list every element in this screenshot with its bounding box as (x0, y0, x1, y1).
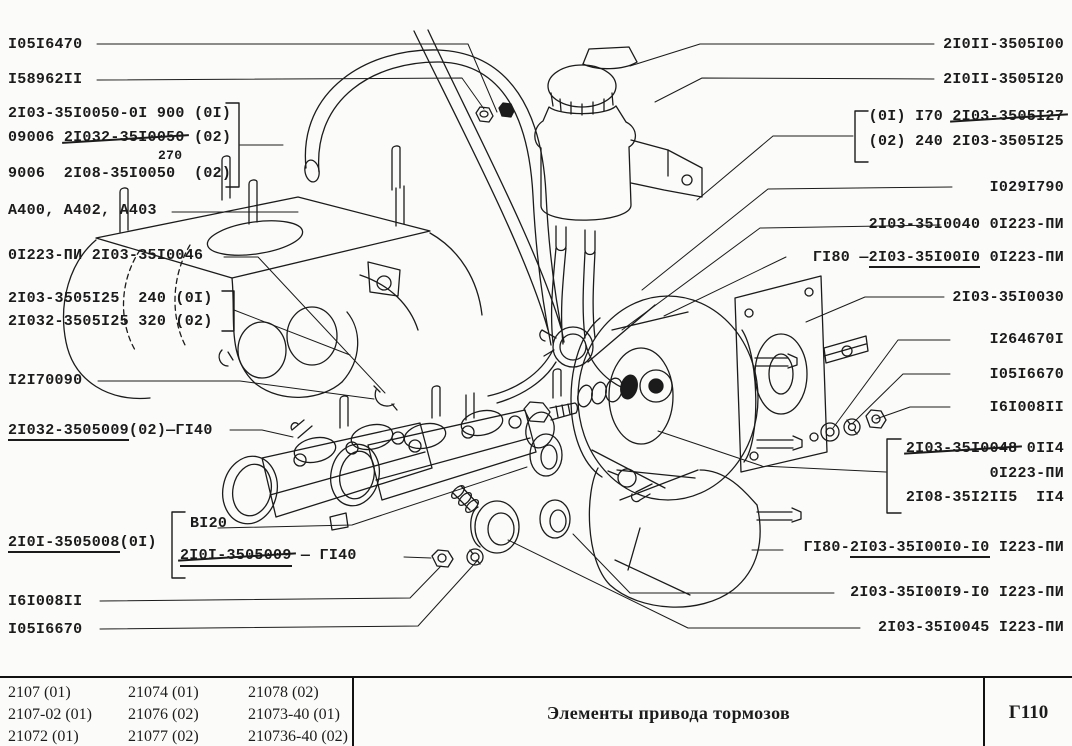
callout-washer-126467: I264670I (989, 331, 1064, 348)
model-item: 21078 (02) (248, 684, 319, 701)
callout-clip-1589: I58962II (8, 71, 83, 88)
struck-part-number: 2I03-35I0048 (905, 440, 1018, 457)
callout-3505009-02: 2I032-3505009(02)—ГI40 (8, 422, 213, 441)
callout-1029179: I029I790 (989, 179, 1064, 196)
fluid-reservoir (487, 46, 703, 404)
model-item: 21076 (02) (128, 706, 199, 723)
callout-3505125-320: 2I032-3505I25 320 (02) (8, 313, 213, 330)
leader-lines (96, 43, 953, 630)
underlined-part-number: 2I0I-3505008 (8, 534, 120, 553)
callout-booster-g180-10: ГI80-2I03-35I00I0-I0 I223-ПИ (803, 539, 1064, 558)
callout-3510045: 2I03-35I0045 I223-ПИ (877, 619, 1064, 636)
callout-3505125-240: 2I03-3505I25 240 (0I) (8, 290, 213, 307)
title-block: 2107 (01) 21074 (01) 21078 (02) 2107-02 … (0, 676, 1072, 746)
vacuum-boosters (570, 295, 803, 608)
intake-manifold (62, 145, 483, 400)
callout-hose-9006: 9006 2I08-35I0050 (02) (8, 165, 232, 182)
callout-hose-900: 2I03-35I0050-0I 900 (0I) (8, 105, 232, 122)
callout-3505009-struck: 2I0I-3505009 — ГI40 (180, 547, 357, 567)
model-item: 21077 (02) (128, 728, 199, 745)
callout-hose-170: (0I) I70 2I03-3505I27 (868, 108, 1064, 125)
valve-hardware (523, 326, 638, 477)
model-item: 210736-40 (02) (248, 728, 348, 745)
model-item: 21073-40 (01) (248, 706, 340, 723)
callout-reservoir-cap: 2I0II-3505I00 (943, 36, 1064, 53)
callout-hose-09006: 09006 2I032-35I0050 (02) (8, 129, 232, 146)
callout-3512115: 2I08-35I2II5 II4 (905, 489, 1064, 506)
struck-part-number: 2I03-3505I27 (952, 108, 1064, 125)
model-item: 2107-02 (01) (8, 706, 92, 723)
callout-washer-105166-r: I05I6670 (989, 366, 1064, 383)
sheet-code: Г110 (983, 678, 1072, 746)
callout-correction-270: 270 (158, 148, 183, 163)
pushrod-and-seals (218, 349, 571, 568)
callout-nut-161008: I6I008II (8, 593, 83, 610)
main-hose (304, 49, 565, 346)
callout-engines-a400: A400, A402, A403 (8, 202, 157, 219)
callout-01223-pi: 0I223-ПИ (989, 465, 1064, 482)
callout-3510040: 2I03-35I0040 0I223-ПИ (868, 216, 1064, 233)
models-grid: 2107 (01) 21074 (01) 21078 (02) 2107-02 … (8, 682, 352, 746)
underlined-part-number: 2I032-3505009 (8, 422, 129, 441)
callout-b120: BI20 (190, 515, 228, 532)
cap-nuts (475, 102, 515, 123)
callout-3510046: 0I223-ПИ 2I03-35I0046 (8, 247, 204, 264)
callout-nut-161008-r: I6I008II (989, 399, 1064, 416)
model-item: 2107 (01) (8, 684, 71, 701)
underlined-part-number: 2I03-35I00I0-I0 (850, 539, 990, 558)
callout-1217009: I2I70090 (8, 372, 83, 389)
underlined-part-number: 2I03-35I00I0 (868, 249, 981, 268)
callout-hose-240: (02) 240 2I03-3505I25 (868, 133, 1064, 150)
callout-booster-g180: ГI80 —2I03-35I00I0 0I223-ПИ (812, 249, 1064, 268)
callout-3510019: 2I03-35I00I9-I0 I223-ПИ (850, 584, 1064, 601)
struck-part-number: 2I0I-3505009 (180, 547, 292, 567)
callout-3505008: 2I0I-3505008(0I) (8, 534, 157, 553)
master-cylinders (222, 368, 653, 531)
callout-3510048: 2I03-35I0048 0II4 (905, 440, 1064, 457)
mounting-plate (734, 275, 887, 473)
callout-hose-clip-1051: I05I6470 (8, 36, 83, 53)
model-item: 21074 (01) (128, 684, 199, 701)
group-brackets (171, 102, 902, 579)
sheet-title: Элементы привода тормозов (352, 678, 983, 746)
struck-part-number: 2I032-35I0050 (63, 129, 185, 146)
callout-plate-3510030: 2I03-35I0030 (952, 289, 1064, 306)
upper-hose (413, 29, 562, 331)
callout-reservoir: 2I0II-3505I20 (943, 71, 1064, 88)
callout-washer-105166: I05I6670 (8, 621, 83, 638)
model-item: 21072 (01) (8, 728, 79, 745)
applicable-models-cell: 2107 (01) 21074 (01) 21078 (02) 2107-02 … (0, 678, 352, 746)
